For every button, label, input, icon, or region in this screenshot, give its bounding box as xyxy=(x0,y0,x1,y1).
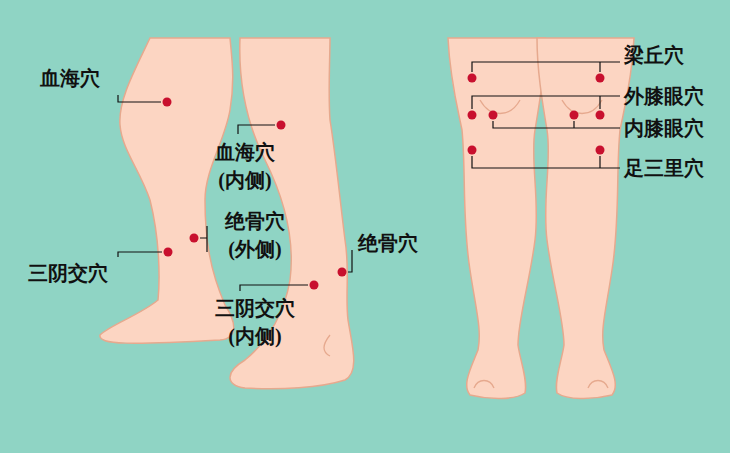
leader-line xyxy=(118,95,161,102)
knee-crease xyxy=(324,335,330,356)
toe-line xyxy=(474,381,494,389)
front-leg-left xyxy=(448,38,545,399)
point-label: 三阴交穴 (内侧) xyxy=(205,294,305,350)
leader-line xyxy=(472,156,620,168)
acupoint-dot xyxy=(190,234,199,243)
point-label: 三阴交穴 xyxy=(28,259,123,287)
leader-line xyxy=(118,252,162,257)
kneecap xyxy=(562,100,602,114)
acupoint-dot xyxy=(468,111,477,120)
acupoint-dot xyxy=(468,74,477,83)
front-leg-right xyxy=(537,38,634,399)
acupoint-dot xyxy=(468,146,477,155)
acupoint-dot xyxy=(596,111,605,120)
acupoint-dot xyxy=(310,281,319,290)
acupoint-dot xyxy=(596,74,605,83)
point-label: 足三里穴 xyxy=(624,154,724,182)
leader-line xyxy=(200,226,207,252)
acupoint-dot xyxy=(596,146,605,155)
leader-line xyxy=(238,125,275,134)
point-label: 绝骨穴 xyxy=(358,229,438,257)
toe-line xyxy=(588,381,608,389)
point-label: 绝骨穴 (外侧) xyxy=(210,207,300,263)
leader-line xyxy=(348,250,352,272)
point-label: 血海穴 (内侧) xyxy=(200,138,290,194)
point-label: 血海穴 xyxy=(40,64,120,92)
acupoint-dot xyxy=(338,268,347,277)
point-label: 内膝眼穴 xyxy=(624,114,724,142)
leader-line xyxy=(240,285,308,291)
kneecap xyxy=(480,100,520,114)
point-label: 梁丘穴 xyxy=(624,41,724,69)
leader-line xyxy=(493,121,620,128)
acupoint-dot xyxy=(277,121,286,130)
acupoint-dot xyxy=(164,248,173,257)
leader-line xyxy=(472,62,620,72)
leader-line xyxy=(472,96,620,109)
side-leg-back xyxy=(100,38,234,343)
acupoint-dot xyxy=(163,98,172,107)
acupoint-dot xyxy=(570,111,579,120)
acupoint-dot xyxy=(489,111,498,120)
point-label: 外膝眼穴 xyxy=(624,82,724,110)
